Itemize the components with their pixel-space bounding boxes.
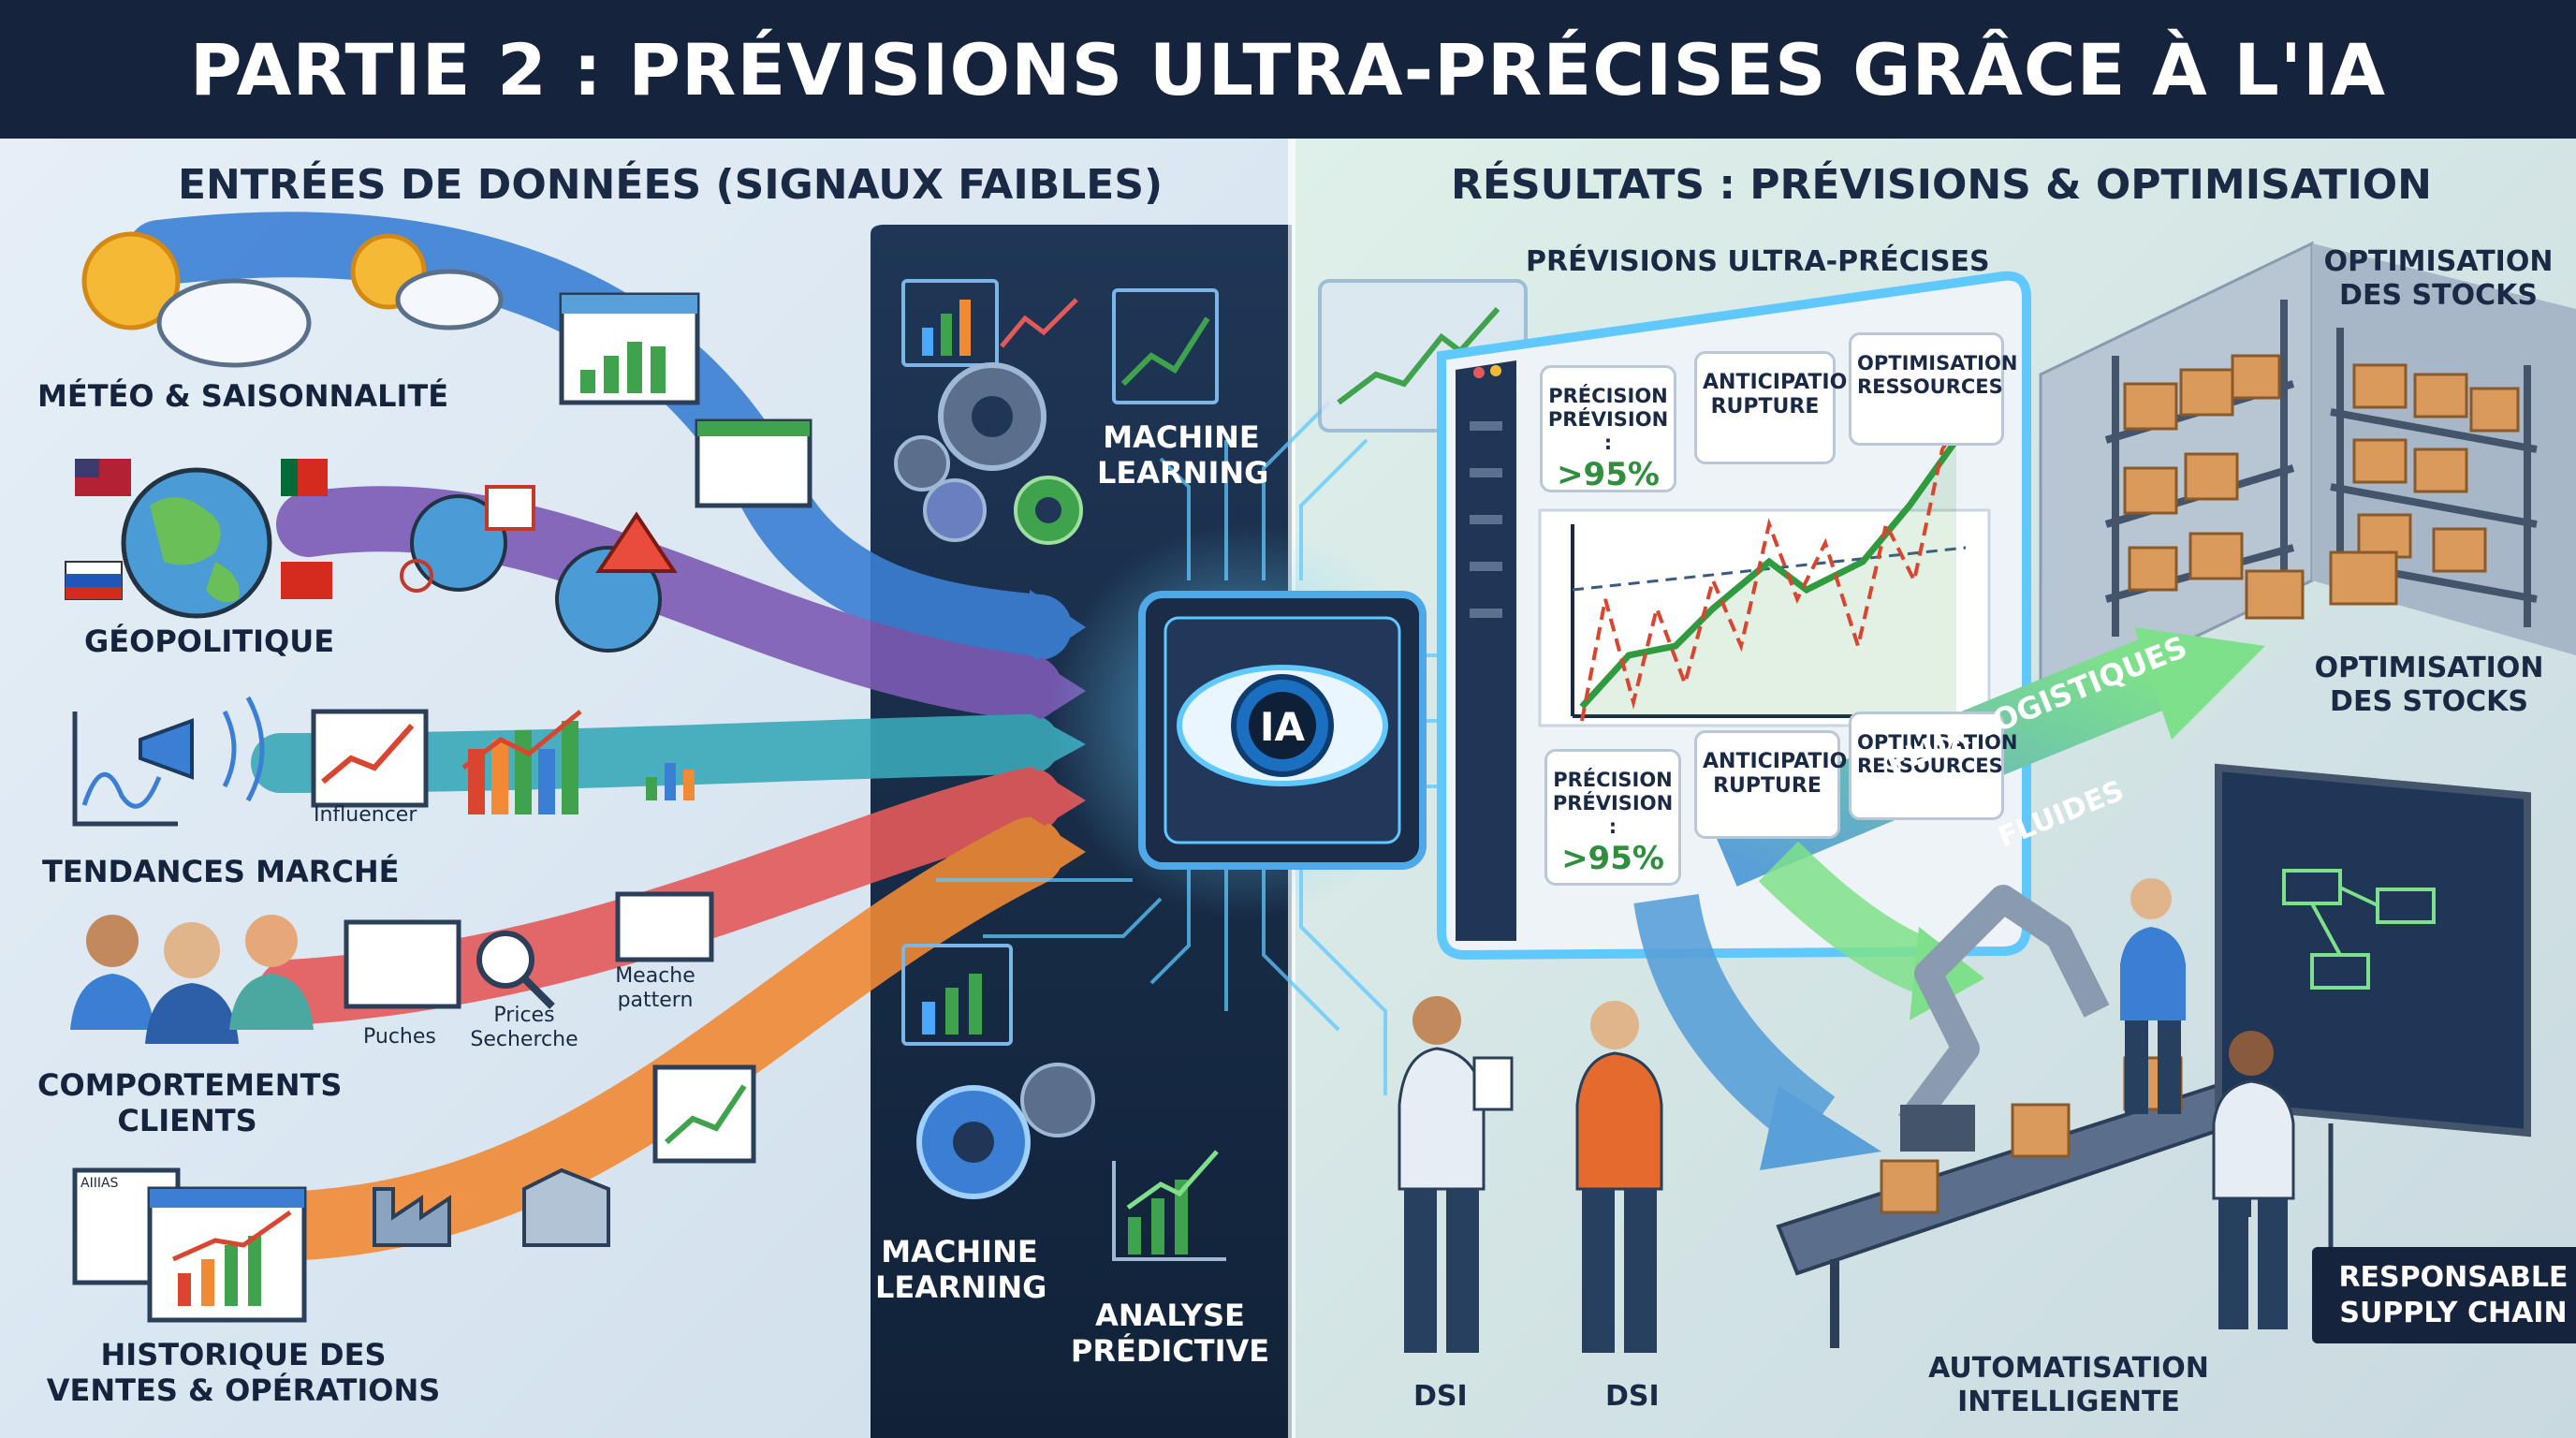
metric-precision-top-value: >95% — [1557, 455, 1660, 493]
warehouse-shelves — [2039, 241, 2576, 714]
metric-optimisation-top-label: OPTIMISATION RESSOURCES — [1857, 352, 2018, 399]
dsi-label-1: DSI — [1413, 1380, 1468, 1413]
inputs-heading: ENTRÉES DE DONNÉES (SIGNAUX FAIBLES) — [178, 161, 1164, 209]
metric-optimisation-bottom: OPTIMISATION RESSOURCES — [1849, 712, 2018, 820]
label-prices: Prices Secherche — [470, 1004, 578, 1052]
label-influencer: Influencer — [314, 803, 417, 827]
category-weather: MÉTÉO & SAISONNALITÉ — [37, 378, 449, 414]
label-puches: Puches — [363, 1025, 436, 1049]
label-allias: AIIIAS — [80, 1176, 119, 1191]
globe-icon — [65, 459, 678, 653]
metric-precision-bottom-label: PRÉCISION PRÉVISION : — [1552, 769, 1674, 839]
metric-precision-bottom-value: >95% — [1561, 839, 1664, 877]
report-chart-icon — [559, 292, 812, 508]
metric-precision-top-label: PRÉCISION PRÉVISION : — [1547, 385, 1669, 455]
people-figures — [1398, 878, 2295, 1353]
dsi-label-2: DSI — [1605, 1380, 1660, 1413]
metric-precision-top: PRÉCISION PRÉVISION : >95% — [1540, 365, 1676, 493]
center-icons — [894, 279, 1226, 1261]
conveyor-robot — [1776, 885, 2324, 1348]
page-title: PARTIE 2 : PRÉVISIONS ULTRA-PRÉCISES GRÂ… — [189, 27, 2387, 111]
metric-optimisation-bottom-label: OPTIMISATION RESSOURCES — [1857, 731, 2018, 778]
metric-optimisation-top: OPTIMISATION RESSOURCES — [1849, 332, 2018, 446]
results-heading: RÉSULTATS : PRÉVISIONS & OPTIMISATION — [1451, 161, 2433, 209]
title-bar: PARTIE 2 : PRÉVISIONS ULTRA-PRÉCISES GRÂ… — [0, 0, 2576, 139]
predictive-analysis-label: ANALYSE PRÉDICTIVE — [1070, 1298, 1270, 1370]
trends-icons — [72, 696, 695, 827]
stocks-top-label: OPTIMISATION DES STOCKS — [2323, 245, 2554, 312]
metric-anticipation-bottom: ANTICIPATION RUPTURE — [1694, 730, 1865, 839]
dashboard-title: PRÉVISIONS ULTRA-PRÉCISES — [1526, 245, 1990, 278]
supply-chain-monitor — [2215, 763, 2531, 1329]
sales-history-icon — [72, 1064, 756, 1323]
ml-bottom-label: MACHINE LEARNING — [875, 1234, 1047, 1306]
label-meache: Meache pattern — [615, 964, 695, 1013]
ai-chip-label: IA — [1259, 704, 1306, 750]
metric-anticipation-top-label: ANTICIPATION RUPTURE — [1703, 371, 1865, 419]
sun-cloud-icon — [81, 231, 504, 368]
category-sales-history: HISTORIQUE DES VENTES & OPÉRATIONS — [46, 1337, 441, 1409]
category-customer-behaviour: COMPORTEMENTS CLIENTS — [37, 1067, 343, 1139]
category-market-trends: TENDANCES MARCHÉ — [42, 854, 400, 889]
stocks-mid-label: OPTIMISATION DES STOCKS — [2314, 652, 2544, 718]
automation-label: AUTOMATISATION INTELLIGENTE — [1928, 1352, 2209, 1418]
supply-chain-manager-box: RESPONSABLE SUPPLY CHAIN — [2312, 1247, 2576, 1343]
ai-chip-icon — [1048, 524, 1442, 917]
customers-icon — [70, 891, 714, 1044]
metric-precision-bottom: PRÉCISION PRÉVISION : >95% — [1544, 749, 1681, 886]
ml-top-label: MACHINE LEARNING — [1097, 419, 1269, 492]
category-geopolitics: GÉOPOLITIQUE — [84, 624, 335, 659]
metric-anticipation-top: ANTICIPATION RUPTURE — [1694, 351, 1865, 464]
metric-anticipation-bottom-label: ANTICIPATION RUPTURE — [1703, 750, 1865, 799]
